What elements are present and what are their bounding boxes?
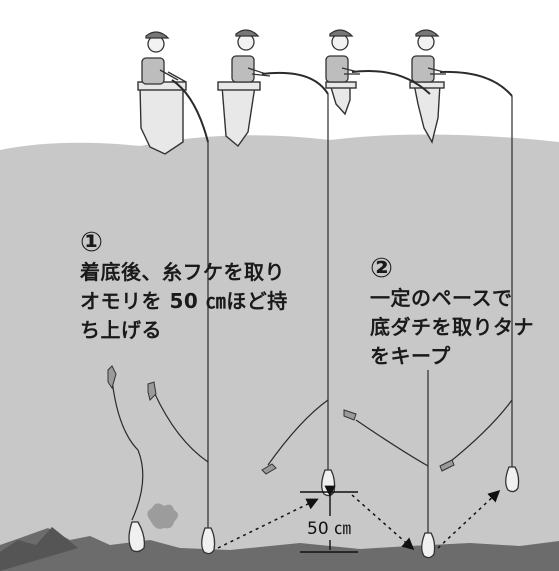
angler-1 xyxy=(141,31,187,85)
pier-left xyxy=(137,81,187,155)
sinker-2 xyxy=(201,527,216,555)
step-1-number: ① xyxy=(80,227,103,258)
measure-bracket xyxy=(300,485,358,553)
step-2-line-1: 一定のペースで xyxy=(370,286,513,310)
sinker-4 xyxy=(421,532,436,559)
pier-mid xyxy=(217,81,261,148)
branch-1 xyxy=(153,391,209,463)
angler-2 xyxy=(231,29,271,83)
baits xyxy=(107,365,455,475)
step-2-line-2: 底ダチを取りタナ xyxy=(370,315,534,339)
step-1-line-1: 着底後、糸フケを取り xyxy=(80,260,285,284)
angler-3 xyxy=(325,29,360,83)
step-2-note: ② 一定のペースで 底ダチを取りタナ をキープ xyxy=(370,254,534,371)
angler-4 xyxy=(411,29,446,83)
branch-4 xyxy=(445,399,513,466)
branch-3 xyxy=(355,419,429,467)
rod-4 xyxy=(439,70,513,97)
measure-label: 50 ㎝ xyxy=(307,519,352,539)
step-1-note: ① 着底後、糸フケを取り オモリを 50 ㎝ほど持 ち上げる xyxy=(80,228,288,345)
seabed-rock-left xyxy=(0,527,78,571)
pier-post-3 xyxy=(325,81,357,116)
branch-2 xyxy=(267,399,329,466)
step-1-line-2: オモリを 50 ㎝ほど持 xyxy=(80,289,288,313)
seabed xyxy=(0,528,559,571)
step-2-line-3: をキープ xyxy=(370,344,451,368)
sinker-5 xyxy=(505,466,520,493)
step-1-line-3: ち上げる xyxy=(80,318,162,342)
rod-1 xyxy=(171,79,209,143)
rod-3 xyxy=(351,69,431,95)
step-2-number: ② xyxy=(370,253,393,284)
pier-post-4 xyxy=(409,81,445,144)
rod-2 xyxy=(261,71,329,95)
slack-line xyxy=(111,379,144,521)
sand-puff xyxy=(147,503,178,529)
water-area xyxy=(0,134,559,571)
sinker-1 xyxy=(128,521,146,553)
